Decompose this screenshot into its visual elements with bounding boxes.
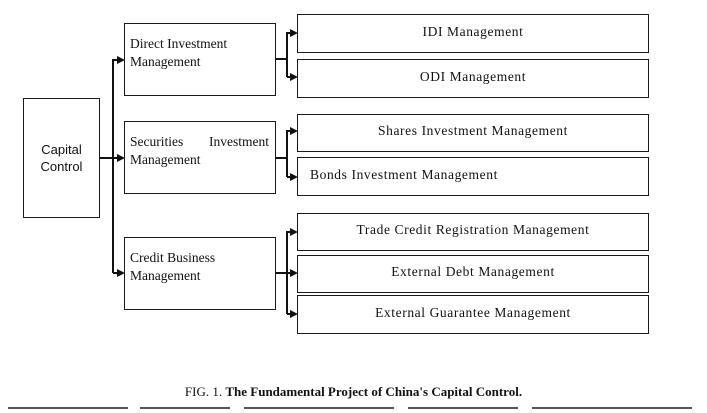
clipped-text-line	[0, 404, 707, 413]
connector-branch-3-child-3	[287, 313, 291, 315]
connector-branch-2-child-2	[287, 176, 291, 178]
root-label-line2: Control	[40, 159, 83, 174]
branch-3-label-line1: Credit Business	[130, 250, 216, 265]
arrow-branch-2-child-2	[290, 173, 298, 181]
leaf-label: Bonds Investment Management	[310, 166, 498, 182]
leaf-label: IDI Management	[422, 23, 524, 39]
leaf-node-trade-credit-registration: Trade Credit Registration Management	[297, 213, 649, 251]
branch-node-credit-business: Credit Business Management	[124, 237, 276, 310]
leaf-node-shares-investment: Shares Investment Management	[297, 114, 649, 152]
arrow-branch-3-child-1	[290, 228, 298, 236]
connector-to-branch-2	[113, 157, 118, 159]
connector-to-branch-3	[113, 272, 118, 274]
branch-2-label-line2: Management	[130, 152, 201, 167]
leaf-label: Shares Investment Management	[378, 123, 568, 138]
branch-3-label-line2: Management	[130, 268, 201, 283]
root-node-capital-control: Capital Control	[23, 98, 100, 218]
branch-1-label-line1: Direct Investment	[130, 36, 228, 51]
connector-branch-1-out	[276, 58, 287, 60]
arrow-to-branch-1	[117, 56, 125, 64]
leaf-label: Trade Credit Registration Management	[356, 222, 590, 237]
leaf-node-idi-management: IDI Management	[297, 14, 649, 53]
branch-node-securities-investment: Securities Investment Management	[124, 121, 276, 194]
connector-branch-1-child-1	[287, 32, 291, 34]
connector-branch-3-child-2	[287, 272, 291, 274]
figure-caption-prefix: FIG. 1.	[184, 384, 223, 399]
branch-2-label-line1: Securities Investment	[130, 134, 269, 149]
root-label-line1: Capital	[41, 142, 82, 157]
connector-branch-3-child-1	[287, 231, 291, 233]
arrow-to-branch-2	[117, 154, 125, 162]
connector-to-branch-1	[113, 59, 118, 61]
connector-branch-1-child-2	[287, 76, 291, 78]
leaf-node-external-guarantee: External Guarantee Management	[297, 295, 649, 334]
arrow-branch-1-child-2	[290, 73, 298, 81]
arrow-branch-3-child-2	[290, 269, 298, 277]
connector-branch-2-trunk	[286, 130, 288, 177]
branch-node-direct-investment: Direct Investment Management	[124, 23, 276, 96]
arrow-branch-1-child-1	[290, 29, 298, 37]
figure-caption-title: The Fundamental Project of China's Capit…	[225, 384, 523, 399]
leaf-label: External Guarantee Management	[375, 304, 571, 320]
connector-branch-3-out	[276, 272, 287, 274]
arrow-branch-2-child-1	[290, 127, 298, 135]
leaf-label: External Debt Management	[391, 264, 555, 279]
connector-branch-2-out	[276, 157, 287, 159]
leaf-node-odi-management: ODI Management	[297, 59, 649, 98]
arrow-branch-3-child-3	[290, 310, 298, 318]
leaf-node-external-debt: External Debt Management	[297, 255, 649, 293]
figure-caption: FIG. 1. The Fundamental Project of China…	[0, 384, 707, 400]
connector-branch-2-child-1	[287, 130, 291, 132]
branch-1-label-line2: Management	[130, 54, 201, 69]
arrow-to-branch-3	[117, 269, 125, 277]
leaf-node-bonds-investment: Bonds Investment Management	[297, 157, 649, 196]
connector-root-trunk	[112, 59, 114, 273]
connector-branch-1-trunk	[286, 32, 288, 77]
connector-root-out	[100, 157, 113, 159]
leaf-label: ODI Management	[419, 68, 527, 84]
